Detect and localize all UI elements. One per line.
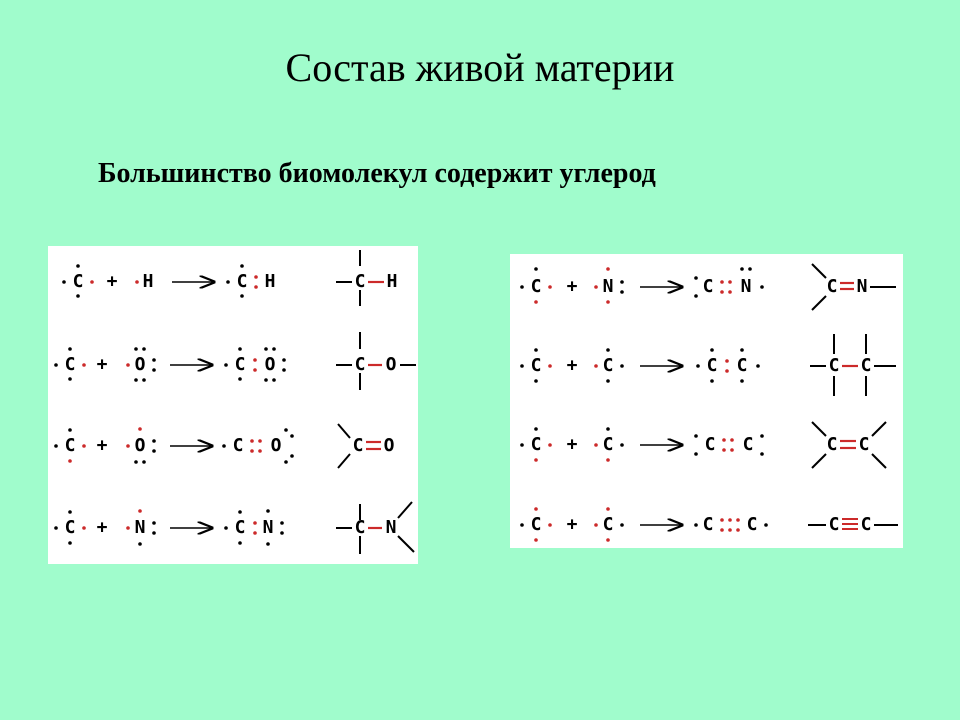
reaction-row-c-c-triple: C + C C C C C xyxy=(520,507,898,542)
atom-o: O xyxy=(386,354,397,375)
atom-o: O xyxy=(384,435,395,456)
plus-sign: + xyxy=(97,517,108,538)
lewis-diagram-right: C + N C N C N C + C xyxy=(520,263,898,542)
atom-c: C xyxy=(233,435,244,456)
atom-c: C xyxy=(235,517,246,538)
reaction-row-c-n: C + N C N C N xyxy=(54,501,415,554)
slide-subtitle: Большинство биомолекул содержит углерод xyxy=(98,158,656,189)
structural-formula: C O xyxy=(336,332,416,390)
reaction-row-c-n-triple: C + N C N C N xyxy=(520,263,896,311)
plus-sign: + xyxy=(567,355,578,376)
atom-c: C xyxy=(355,517,366,538)
atom-n: N xyxy=(857,276,868,297)
plus-sign: + xyxy=(97,435,108,456)
reaction-row-c-c-single: C + C C C C C xyxy=(520,334,896,396)
atom-c: C xyxy=(603,355,614,376)
plus-sign: + xyxy=(567,276,578,297)
diagram-panel-right: C + N C N C N C + C xyxy=(510,254,903,548)
atom-c: C xyxy=(861,514,872,535)
atom-c: C xyxy=(827,276,838,297)
slide-title: Состав живой материи xyxy=(285,45,675,90)
reaction-row-c-o-single: C + O C O C O xyxy=(54,332,416,390)
structural-formula: C C xyxy=(811,421,887,469)
atom-c: C xyxy=(65,354,76,375)
atom-n: N xyxy=(263,517,274,538)
atom-c: C xyxy=(827,434,838,455)
atom-c: C xyxy=(531,434,542,455)
atom-c: C xyxy=(703,514,714,535)
plus-sign: + xyxy=(567,514,578,535)
atom-c: C xyxy=(737,355,748,376)
atom-c: C xyxy=(859,434,870,455)
atom-c: C xyxy=(355,271,366,292)
atom-n: N xyxy=(741,276,752,297)
atom-c: C xyxy=(355,354,366,375)
atom-c: C xyxy=(65,517,76,538)
lewis-diagram-left: C + H C H C H C + O C xyxy=(54,250,416,554)
atom-c: C xyxy=(829,514,840,535)
reaction-row-c-o-double: C + O C O C O xyxy=(54,423,395,469)
atom-c: C xyxy=(861,355,872,376)
structural-formula: C O xyxy=(337,423,395,469)
plus-sign: + xyxy=(97,354,108,375)
structural-formula: C H xyxy=(336,250,397,306)
atom-o: O xyxy=(265,354,276,375)
plus-sign: + xyxy=(567,434,578,455)
reaction-row-c-c-double: C + C C C C C xyxy=(520,421,887,469)
structural-formula: C N xyxy=(811,263,896,311)
atom-h: H xyxy=(265,271,276,292)
atom-c: C xyxy=(237,271,248,292)
atom-o: O xyxy=(271,435,282,456)
atom-c: C xyxy=(531,355,542,376)
atom-c: C xyxy=(829,355,840,376)
atom-n: N xyxy=(135,517,146,538)
atom-o: O xyxy=(135,354,146,375)
atom-c: C xyxy=(743,434,754,455)
valence-dots xyxy=(62,264,94,298)
atom-c: C xyxy=(353,435,364,456)
atom-c: C xyxy=(603,434,614,455)
atom-c: C xyxy=(531,514,542,535)
atom-c: C xyxy=(603,514,614,535)
diagram-panel-left: C + H C H C H C + O C xyxy=(48,246,418,564)
atom-h: H xyxy=(387,271,398,292)
atom-c: C xyxy=(73,271,84,292)
structural-formula: C N xyxy=(336,501,415,554)
atom-c: C xyxy=(707,355,718,376)
atom-c: C xyxy=(65,435,76,456)
atom-h: H xyxy=(143,271,154,292)
atom-n: N xyxy=(386,517,397,538)
atom-c: C xyxy=(235,354,246,375)
reaction-row-c-h: C + H C H C H xyxy=(62,250,397,306)
structural-formula: C C xyxy=(810,334,896,396)
structural-formula: C C xyxy=(808,514,898,535)
atom-n: N xyxy=(603,276,614,297)
plus-sign: + xyxy=(107,271,118,292)
atom-c: C xyxy=(531,276,542,297)
atom-c: C xyxy=(705,434,716,455)
atom-c: C xyxy=(747,514,758,535)
atom-c: C xyxy=(703,276,714,297)
atom-o: O xyxy=(135,435,146,456)
